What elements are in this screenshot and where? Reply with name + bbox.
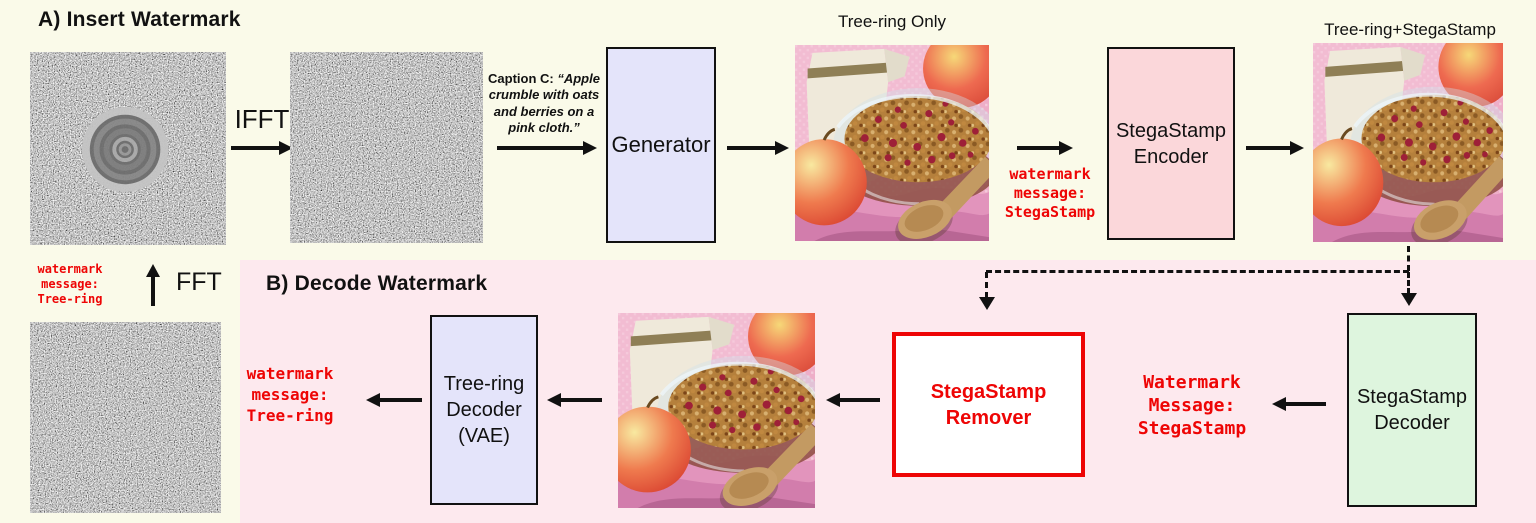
caption-text: Caption C: “Apple crumble with oats and … (486, 71, 602, 136)
remover-output-arrow (826, 393, 880, 407)
encoder-watermark-message: watermark message: StegaStamp (1004, 165, 1096, 221)
ifft-arrow (231, 141, 293, 155)
tree-ring-stegastamp-label: Tree-ring+StegaStamp (1324, 20, 1496, 39)
decoded-treering-message: watermark message: Tree-ring (246, 364, 334, 425)
dashed-arrowhead-decoder (1401, 293, 1417, 306)
generator-box: Generator (606, 47, 716, 243)
dashed-connector-top (1407, 246, 1410, 271)
treering-decoder-label: Tree-ring Decoder (VAE) (443, 373, 525, 447)
stegastamp-remover-box: StegaStamp Remover (892, 332, 1085, 477)
spatial-noise-image (290, 52, 483, 243)
dashed-connector-left (985, 272, 988, 298)
sampled-noise-image (30, 322, 221, 513)
caption-arrow (497, 141, 597, 155)
caption-quote: “Apple crumble with oats and berries on … (488, 71, 600, 135)
stegastamp-remover-label: StegaStamp Remover (930, 380, 1047, 429)
fft-label: FFT (176, 268, 222, 296)
stegastamp-encoder-label: StegaStamp Encoder (1115, 119, 1227, 168)
dashed-arrowhead-remover (979, 297, 995, 310)
tree-ring-stegastamp-image (1313, 43, 1503, 242)
ifft-label: IFFT (234, 104, 290, 134)
fft-arrow (145, 264, 161, 306)
treering-decoder-output-arrow (366, 393, 422, 407)
dashed-connector-right (1407, 272, 1410, 294)
stegastamp-encoder-box: StegaStamp Encoder (1107, 47, 1235, 240)
stegastamp-decoder-output-arrow (1272, 397, 1326, 411)
encoder-input-arrow (1017, 141, 1073, 155)
encoder-output-arrow (1246, 141, 1304, 155)
tree-ring-only-label: Tree-ring Only (837, 12, 946, 31)
decoded-stegastamp-message: Watermark Message: StegaStamp (1137, 372, 1247, 439)
tree-ring-only-image (795, 45, 989, 241)
stegastamp-decoder-label: StegaStamp Decoder (1356, 386, 1468, 434)
fourier-noise-with-treering-image (30, 52, 226, 245)
stegastamp-removed-image (618, 313, 815, 508)
treering-decoder-input-arrow (547, 393, 602, 407)
caption-prefix: Caption C: (488, 71, 558, 86)
dashed-connector-horizontal (986, 270, 1409, 273)
fft-watermark-message: watermark message: Tree-ring (37, 262, 103, 306)
treering-decoder-box: Tree-ring Decoder (VAE) (430, 315, 538, 505)
generator-output-arrow (727, 141, 789, 155)
section-a-title: A) Insert Watermark (38, 8, 241, 31)
stegastamp-decoder-box: StegaStamp Decoder (1347, 313, 1477, 507)
section-b-title: B) Decode Watermark (266, 272, 488, 295)
generator-label: Generator (611, 131, 711, 157)
